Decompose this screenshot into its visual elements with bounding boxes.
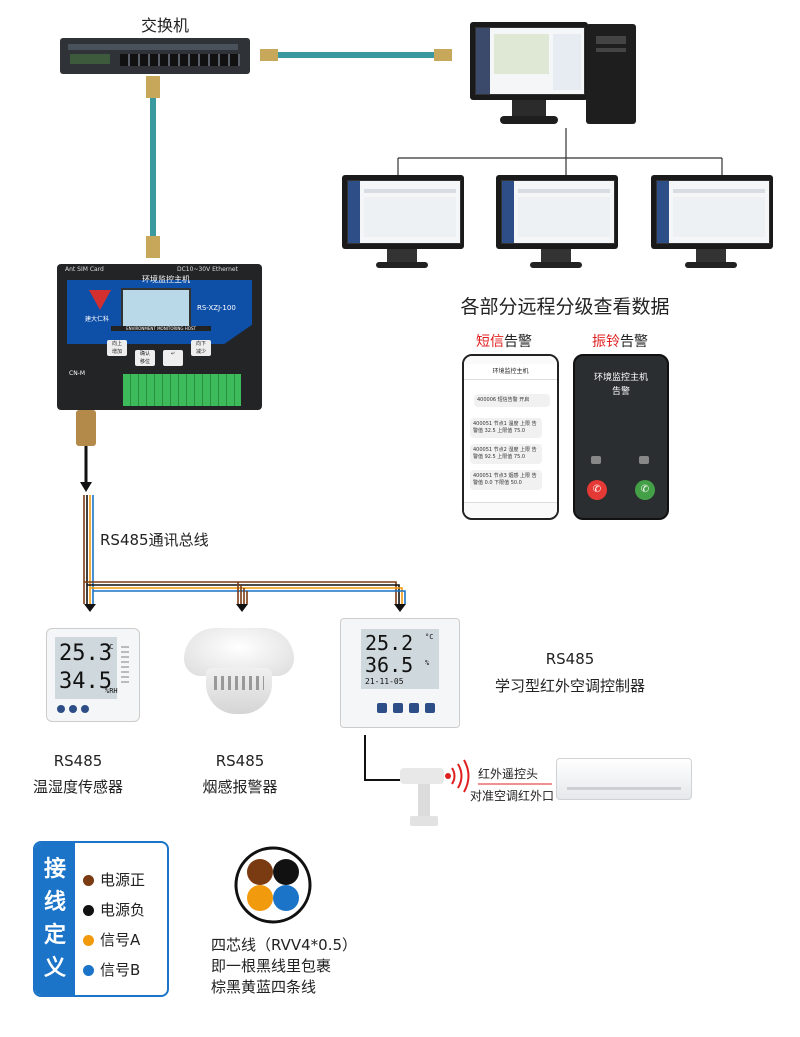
sensor1-type-line1: RS485 (53, 752, 103, 770)
yellow-core (247, 885, 273, 911)
sensor3-temp-unit: °C (425, 633, 434, 641)
phone-sms: 环境监控主机 400006 短信告警 开启 400051 节点1 温度 上限 告… (462, 354, 559, 520)
bus-label: RS485通讯总线 (100, 531, 209, 549)
sms-message: 400006 短信告警 开启 (474, 394, 550, 407)
ir-label-line2: 对准空调红外口 (470, 789, 555, 803)
sms-alarm-label: 短信告警 (476, 334, 532, 350)
call-title: 环境监控主机 (593, 373, 648, 383)
sms-message: 400051 节点1 温度 上限 告警值 32.5 上限值 75.0 (470, 418, 542, 438)
aviation-connector (76, 410, 96, 446)
network-switch (60, 38, 250, 74)
monitor-stand (696, 249, 726, 263)
legend-item-signal-b: 信号B (83, 959, 140, 980)
cable-cross-section (234, 846, 312, 924)
environment-monitoring-host: Ant SIM Card DC10~30V Ethernet 建大仁科 环境监控… (57, 264, 262, 410)
air-conditioner (556, 758, 692, 800)
cable-connector (146, 76, 160, 98)
ir-emitter-base (410, 816, 438, 826)
sensor3-hum: 36.5 (365, 653, 414, 677)
sensor2-type-line2: 烟感报警器 (202, 778, 278, 796)
decline-call-icon: ✆ (587, 480, 607, 500)
call-subtitle: 告警 (611, 387, 630, 397)
cable-connector (260, 49, 278, 61)
ir-signal-waves (451, 759, 470, 793)
legend-item-power-negative: 电源负 (83, 899, 145, 920)
sensor3-lcd: 25.2 °C 36.5 % 21-11-05 (361, 629, 439, 689)
sensor1-temp-unit: °C (105, 643, 114, 651)
sms-message: 400051 节点2 湿度 上限 告警值 92.5 上限值 75.0 (470, 444, 542, 464)
host-button-down: 向下减少 (191, 340, 211, 356)
sensor1-temp: 25.3 (59, 641, 112, 666)
client-monitor-1 (342, 175, 464, 249)
sensor3-type-line2: 学习型红外空调控制器 (494, 677, 646, 695)
host-lcd (121, 288, 191, 328)
sensor1-type-line2: 温湿度传感器 (32, 778, 124, 796)
pc-monitor-base (500, 116, 558, 124)
remote-view-label: 各部分远程分级查看数据 (460, 296, 670, 318)
ir-emitter-mount (418, 784, 430, 818)
switch-label: 交换机 (140, 16, 190, 35)
cable-desc-line2: 即一根黑线里包裹 (211, 957, 332, 975)
ir-cable (364, 735, 400, 781)
black-core (273, 859, 299, 885)
cable-connector (146, 236, 160, 258)
monitor-stand (387, 249, 417, 263)
accept-call-icon: ✆ (635, 480, 655, 500)
sensor3-type-line1: RS485 (545, 650, 595, 668)
blue-core (273, 885, 299, 911)
sensor3-temp: 25.2 (365, 631, 414, 655)
sensor1-lcd: 25.3 °C 34.5 %RH (55, 637, 118, 699)
message-icon (639, 456, 649, 464)
legend-item-power-positive: 电源正 (83, 869, 145, 890)
wiring-legend: 接 线 定 义 电源正 电源负 信号A 信号B (33, 841, 169, 997)
client-monitor-2 (496, 175, 618, 249)
monitor-base (376, 262, 428, 268)
ir-emitter-head (400, 768, 444, 784)
brown-core (247, 859, 273, 885)
host-button-confirm: 确认移位 (135, 350, 155, 366)
host-brand: 建大仁科 (85, 316, 110, 323)
sms-message: 400051 节点3 烟感 上限 告警值 0.0 下限值 50.0 (470, 470, 542, 490)
ir-ac-controller: 25.2 °C 36.5 % 21-11-05 (340, 618, 460, 728)
ir-label-line1: 红外遥控头 (478, 767, 539, 781)
host-top-left-label: Ant SIM Card (65, 266, 104, 273)
remind-icon (591, 456, 601, 464)
host-model: RS-XZJ-100 (197, 304, 236, 312)
monitor-stand (541, 249, 571, 263)
host-title: 环境监控主机 (142, 275, 190, 284)
sensor1-hum-unit: %RH (105, 687, 118, 695)
smoke-detector (184, 628, 294, 724)
sensor2-type-line1: RS485 (215, 752, 265, 770)
cable-desc-line1: 四芯线（RVV4*0.5） (211, 936, 358, 954)
host-top-right-label: DC10~30V Ethernet (177, 266, 238, 273)
cable-desc-line3: 棕黑黄蓝四条线 (211, 978, 317, 996)
sensor3-hum-unit: % (425, 659, 430, 667)
pc-monitor (470, 22, 588, 100)
bus-arrow (84, 604, 96, 612)
pc-monitor-stand (512, 100, 546, 118)
host-subtitle: ENVIRONMENT MONITORING HOST (111, 326, 211, 331)
monitor-base (685, 262, 737, 268)
rs485-bus (83, 495, 406, 604)
legend-item-signal-a: 信号A (83, 929, 140, 950)
call-alarm-label: 振铃告警 (592, 334, 648, 350)
pc-tower (586, 24, 636, 124)
cable-connector (434, 49, 452, 61)
pc-monitor-tree (397, 128, 723, 175)
phone-call: 环境监控主机 告警 ✆ ✆ (573, 354, 669, 520)
temp-humidity-sensor: 25.3 °C 34.5 %RH (46, 628, 140, 722)
host-terminal-block (123, 374, 241, 406)
bus-arrow (394, 604, 406, 612)
bus-arrow (236, 604, 248, 612)
client-monitor-3 (651, 175, 773, 249)
host-button-up: 向上增加 (107, 340, 127, 356)
sensor1-hum: 34.5 (59, 669, 112, 694)
monitor-base (530, 262, 582, 268)
legend-title: 接 线 定 义 (35, 843, 75, 995)
host-port-label: CN-M (69, 370, 86, 377)
sms-contact: 环境监控主机 (464, 365, 557, 380)
sensor3-date: 21-11-05 (365, 677, 404, 686)
host-button-shift: ↵ (163, 350, 183, 366)
